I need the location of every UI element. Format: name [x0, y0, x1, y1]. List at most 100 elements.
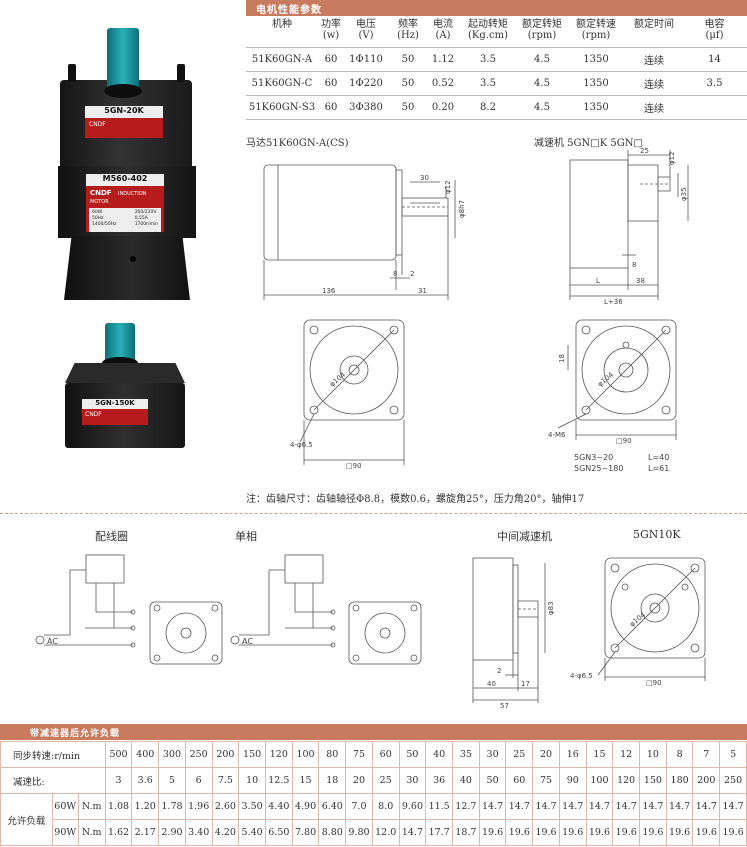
speed-cell: 12	[612, 741, 641, 768]
wiring-title-3: 中间减速机	[497, 530, 552, 543]
load-cell: 12.0	[371, 819, 400, 846]
load-cell: 19.6	[639, 819, 667, 846]
power-cell: 90W	[51, 819, 79, 846]
dim-phi12: φ12	[444, 180, 452, 194]
dim-136: 136	[322, 287, 336, 295]
gear-dim-25: 25	[640, 147, 649, 155]
load-cell: 14.7	[585, 793, 614, 820]
load-cell: 7.80	[291, 819, 320, 846]
speed-cell: 150	[238, 741, 266, 768]
load-cell: 6.40	[318, 793, 347, 820]
gear-dim-18: 18	[558, 354, 566, 363]
ratio-cell: 7.5	[211, 767, 240, 794]
load-cell: 1.96	[184, 793, 213, 820]
load-cell: 4.90	[291, 793, 320, 820]
load-cell: 18.7	[452, 819, 480, 846]
load-cell: 14.7	[719, 793, 747, 820]
spec-header-2: 电压(V)	[344, 17, 388, 47]
spec-header-row: 机种功率(w)电压(V)频率(Hz)电流(A)起动转矩(Kg.cm)额定转矩(r…	[246, 17, 747, 47]
spec-title: 电机性能参数	[256, 5, 322, 16]
l-value-1: L=40	[648, 453, 670, 462]
spec-header-line1: 起动转矩	[468, 19, 508, 30]
load-cell: 14.7	[398, 819, 427, 846]
spec-header-line1: 额定转速	[576, 19, 616, 30]
load-cell: 14.7	[692, 793, 721, 820]
small-gearhead-label: 5GN-150K	[82, 399, 148, 409]
l-value-2: L=61	[648, 464, 670, 473]
spec-header-5: 起动转矩(Kg.cm)	[458, 17, 518, 47]
ratio-cell: 12.5	[264, 767, 293, 794]
gear-dim-L: L	[596, 277, 600, 285]
spec-header-0: 机种	[246, 17, 318, 47]
ratio-cell: 200	[692, 767, 721, 794]
spec-header-6: 额定转矩(rpm)	[518, 17, 566, 47]
spec-cell: 0.20	[431, 101, 455, 113]
load-cell: 14.7	[612, 793, 641, 820]
load-cell: 12.7	[452, 793, 480, 820]
ratio-cell: 3.6	[131, 767, 160, 794]
spec-header-line1: 额定转矩	[522, 19, 562, 30]
load-cell: 7.0	[345, 793, 373, 820]
gear-front-drawing: 18 φ104 4-M6 □90	[548, 319, 677, 445]
ratio-cell: 30	[398, 767, 427, 794]
shaft-note: 注：齿轴尺寸：齿轴轴径Φ8.8，模数0.6，螺旋角25°，压力角20°，轴伸17	[246, 494, 585, 505]
k-dim-4-phi65: 4-φ6.5	[570, 672, 593, 680]
ratio-cell: 18	[318, 767, 347, 794]
load-cell: 19.6	[505, 819, 534, 846]
ratio-cell: 36	[425, 767, 453, 794]
gear-dim-38: 38	[636, 277, 645, 285]
speed-cell: 20	[532, 741, 560, 768]
spec-cell: 1350	[583, 53, 609, 65]
load-cell: 3.50	[238, 793, 266, 820]
mid-dim-17: 17	[521, 680, 530, 688]
speed-cell: 5	[719, 741, 747, 768]
spec-cell: 50	[401, 77, 415, 89]
mid-dim-2: 2	[497, 667, 501, 675]
speed-cell: 15	[585, 741, 614, 768]
spec-cell: 1350	[583, 101, 609, 113]
load-cell: 9.60	[398, 793, 427, 820]
gear-dim-phi104: φ104	[596, 370, 615, 388]
k-dim-square90: □90	[646, 679, 662, 687]
gear-side-drawing: 25 φ12 φ35 8 L 38 L+36	[569, 147, 689, 306]
speed-cell: 7	[692, 741, 721, 768]
load-cell: 8.0	[371, 793, 400, 820]
spec-cell: 8.2	[480, 101, 496, 113]
mid-dim-57: 57	[500, 702, 509, 710]
speed-cell: 400	[131, 741, 160, 768]
small-gearhead-brand: CNDF	[85, 411, 102, 418]
speed-cell: 16	[558, 741, 587, 768]
unit-cell: N.m	[77, 819, 106, 846]
load-cell: 1.20	[131, 793, 160, 820]
spec-table: 机种功率(w)电压(V)频率(Hz)电流(A)起动转矩(Kg.cm)额定转矩(r…	[246, 17, 747, 120]
load-cell: 14.7	[478, 793, 507, 820]
spec-cell: 3.5	[480, 53, 496, 65]
motor-photo-large: 5GN-20K CNDF M560-402 CNDF INDUCTION MOT…	[40, 28, 200, 308]
speed-cell: 8	[665, 741, 694, 768]
power-cell: 60W	[51, 793, 79, 820]
gear-dim-phi12: φ12	[668, 151, 676, 165]
motor-side-drawing: 30 φ12 φ8h7 8 2 136 31	[263, 164, 466, 300]
motor-type: INDUCTION MOTOR	[90, 191, 147, 205]
section-divider	[0, 513, 747, 514]
spec-cell: 4.5	[534, 101, 550, 113]
load-cell: 6.50	[264, 819, 293, 846]
spec-cell: 连续	[644, 103, 664, 115]
spec-header-line2: (A)	[435, 30, 451, 41]
speed-label: 同步转速:r/min	[0, 741, 106, 768]
load-cell: 5.40	[238, 819, 266, 846]
ratio-cell: 10	[238, 767, 266, 794]
load-cell: 1.08	[104, 793, 133, 820]
spec-header-8: 额定时间	[626, 17, 682, 47]
load-title-bar: 带减速器后允许负载	[0, 724, 747, 740]
spec-header-line2: (V)	[358, 30, 374, 41]
dim-square90: □90	[346, 462, 362, 470]
wiring-title-1: 配线圈	[95, 530, 128, 543]
motor-spec-right: 200/220V 0.55A 1700r/min	[134, 210, 158, 227]
